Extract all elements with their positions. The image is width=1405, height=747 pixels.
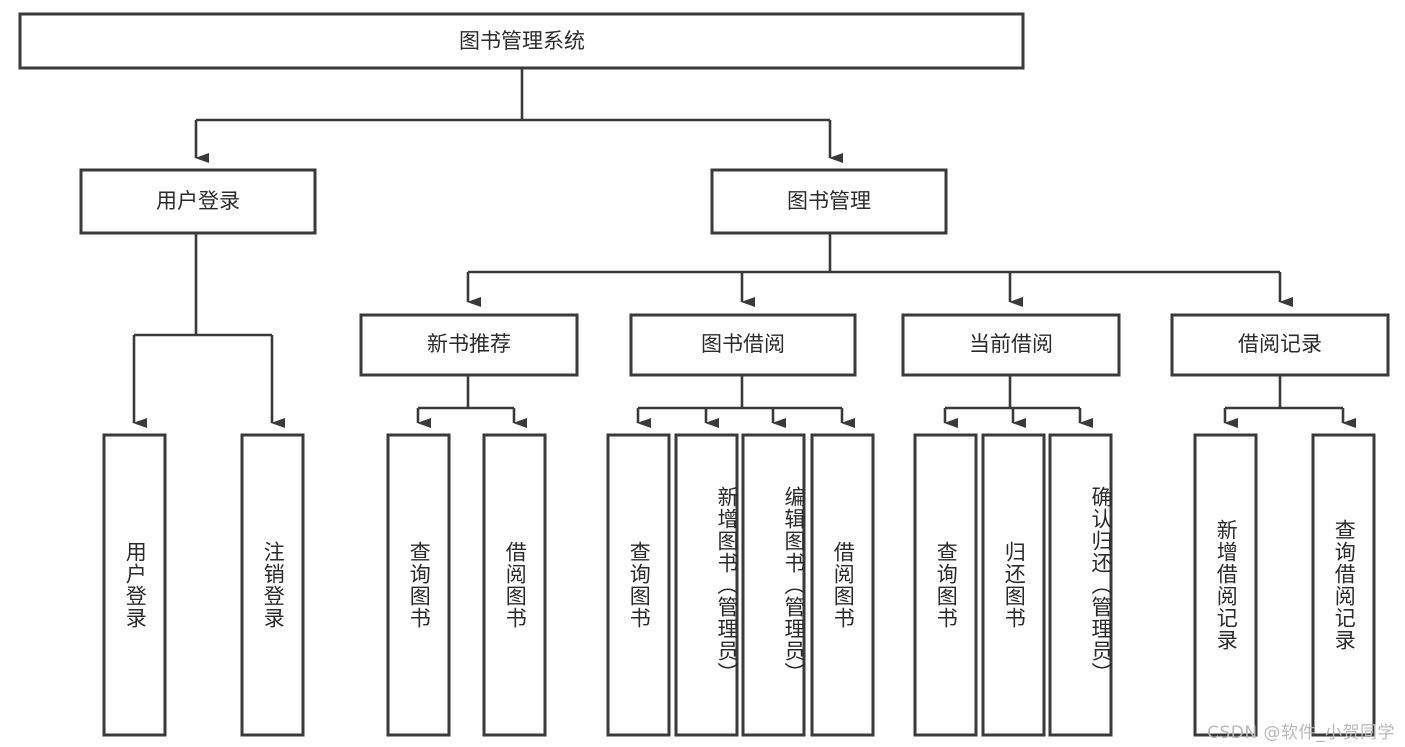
leaf-box-book-borrow-4[interactable] [810, 433, 875, 737]
leaf-box-user-login-1[interactable] [102, 433, 167, 737]
leaf-box-book-borrow-1[interactable] [606, 433, 671, 737]
leaf-box-borrow-record-2[interactable] [1311, 433, 1376, 737]
node-user-login[interactable]: 用户登录 [79, 168, 317, 235]
node-new-book-recommend[interactable]: 新书推荐 [359, 313, 579, 377]
leaf-box-new-book-2[interactable] [482, 433, 547, 737]
watermark-text: CSDN @软件_小贺同学 [1207, 723, 1395, 743]
node-book-borrow-box[interactable] [629, 313, 857, 377]
node-book-borrow[interactable]: 图书借阅 [629, 313, 857, 377]
node-book-manage-box[interactable] [710, 168, 948, 235]
leaf-box-current-borrow-2[interactable] [981, 433, 1046, 737]
node-book-borrow-label: 图书借阅 [701, 332, 785, 356]
leaf-box-borrow-record-1[interactable] [1193, 433, 1258, 737]
node-borrow-record-box[interactable] [1170, 313, 1390, 377]
node-current-borrow-box[interactable] [901, 313, 1121, 377]
node-current-borrow[interactable]: 当前借阅 [901, 313, 1121, 377]
node-book-manage[interactable]: 图书管理 [710, 168, 948, 235]
leaf-box-new-book-1[interactable] [386, 433, 451, 737]
node-user-login-box[interactable] [79, 168, 317, 235]
node-borrow-record-label: 借阅记录 [1238, 332, 1322, 356]
leaf-box-user-login-2[interactable] [240, 433, 305, 737]
leaf-box-book-borrow-2[interactable] [674, 433, 739, 737]
node-root-box[interactable] [18, 12, 1025, 70]
node-current-borrow-label: 当前借阅 [969, 332, 1053, 356]
node-root-label: 图书管理系统 [459, 29, 585, 53]
leaf-box-book-borrow-3[interactable] [741, 433, 806, 737]
connector-layer [132, 68, 1356, 428]
node-user-login-label: 用户登录 [156, 189, 240, 213]
node-new-book-recommend-box[interactable] [359, 313, 579, 377]
leaf-box-current-borrow-1[interactable] [913, 433, 978, 737]
node-book-manage-label: 图书管理 [787, 189, 871, 213]
node-new-book-recommend-label: 新书推荐 [427, 332, 511, 356]
leaf-box-current-borrow-3[interactable] [1048, 433, 1113, 737]
node-root[interactable]: 图书管理系统 [18, 12, 1025, 70]
node-borrow-record[interactable]: 借阅记录 [1170, 313, 1390, 377]
leaf-box-layer [102, 433, 1376, 737]
